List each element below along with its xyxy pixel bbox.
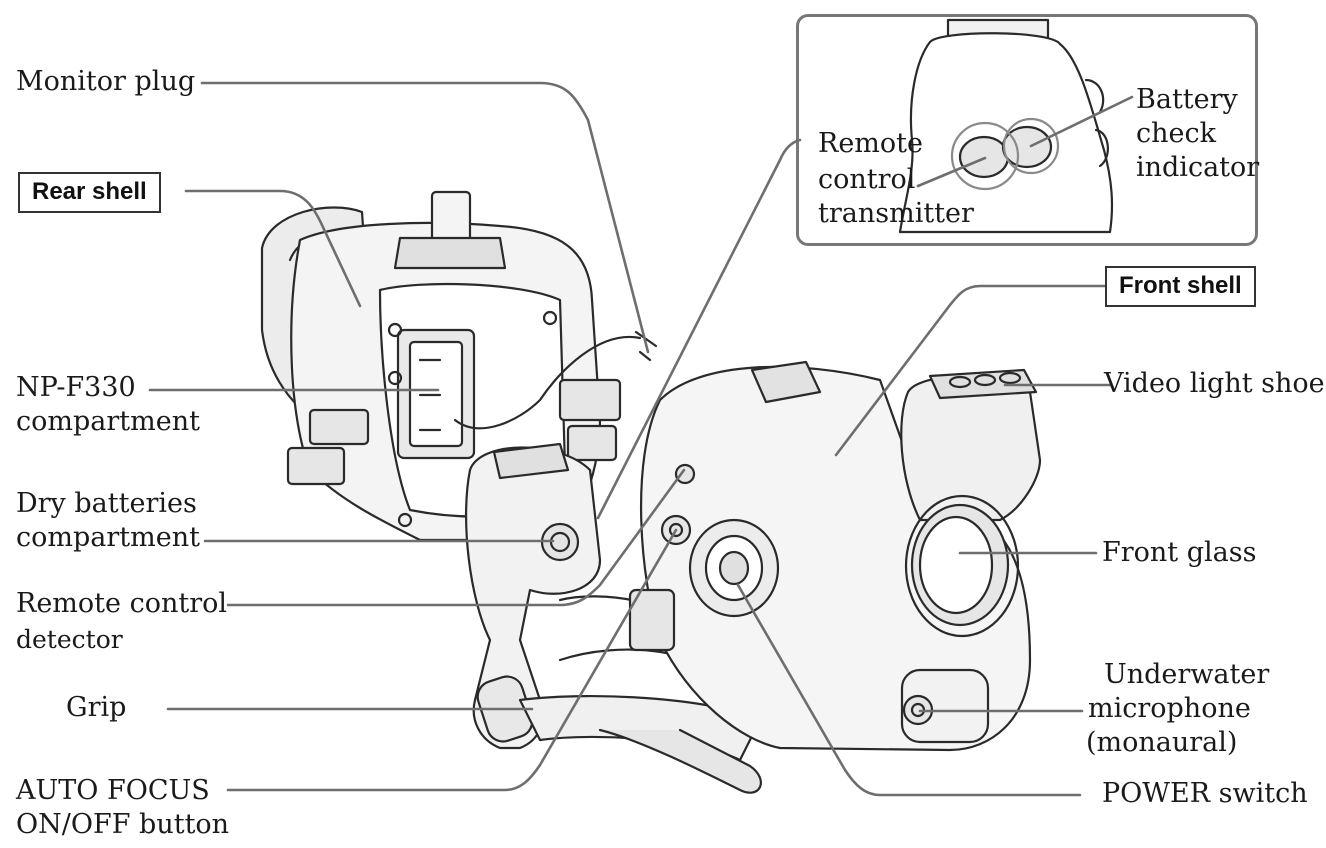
leader-inset-callout xyxy=(596,138,802,520)
label-underwater-mic-line1: Underwater xyxy=(1104,659,1270,690)
leader-monitor-plug xyxy=(200,81,650,354)
label-battery-check-line2: check xyxy=(1136,118,1216,149)
label-np-f330-line2: compartment xyxy=(16,406,200,437)
label-np-f330-line1: NP-F330 xyxy=(16,372,136,403)
leader-remote-transmitter xyxy=(916,156,987,188)
leader-front-shell xyxy=(834,284,1109,457)
label-front-shell: Front shell xyxy=(1105,266,1256,307)
label-remote-transmitter-line1: Remote xyxy=(818,128,923,159)
label-dry-batteries-line1: Dry batteries xyxy=(16,488,197,519)
leader-power-switch xyxy=(736,583,1082,797)
label-video-light-shoe: Video light shoe xyxy=(1104,368,1325,399)
label-grip: Grip xyxy=(66,692,127,723)
label-remote-transmitter-line2: control xyxy=(818,164,916,195)
inset-grip-drawing xyxy=(898,18,1114,234)
label-underwater-mic-line3: (monaural) xyxy=(1086,727,1238,758)
label-monitor-plug: Monitor plug xyxy=(16,66,196,97)
label-dry-batteries-line2: compartment xyxy=(16,522,200,553)
label-power-switch: POWER switch xyxy=(1102,778,1308,809)
label-auto-focus-line2: ON/OFF button xyxy=(16,809,230,840)
leader-lines xyxy=(148,81,1134,797)
leader-battery-check xyxy=(1029,95,1134,148)
front-shell-drawing xyxy=(628,360,1042,752)
rear-shell-drawing xyxy=(260,190,658,542)
label-battery-check-line3: indicator xyxy=(1136,152,1260,183)
label-underwater-mic-line2: microphone xyxy=(1088,693,1251,724)
leader-auto-focus xyxy=(226,528,678,792)
label-remote-detector-line2: detector xyxy=(16,625,123,654)
label-rear-shell: Rear shell xyxy=(18,172,161,213)
label-battery-check-line1: Battery xyxy=(1136,84,1238,115)
label-remote-detector-line1: Remote control xyxy=(16,588,227,619)
label-remote-transmitter-line3: transmitter xyxy=(818,198,974,229)
leader-remote-detector xyxy=(226,468,686,607)
leader-rear-shell xyxy=(184,189,362,308)
label-front-glass: Front glass xyxy=(1102,537,1257,568)
grip-drawing xyxy=(464,442,762,794)
label-auto-focus-line1: AUTO FOCUS xyxy=(16,775,210,806)
